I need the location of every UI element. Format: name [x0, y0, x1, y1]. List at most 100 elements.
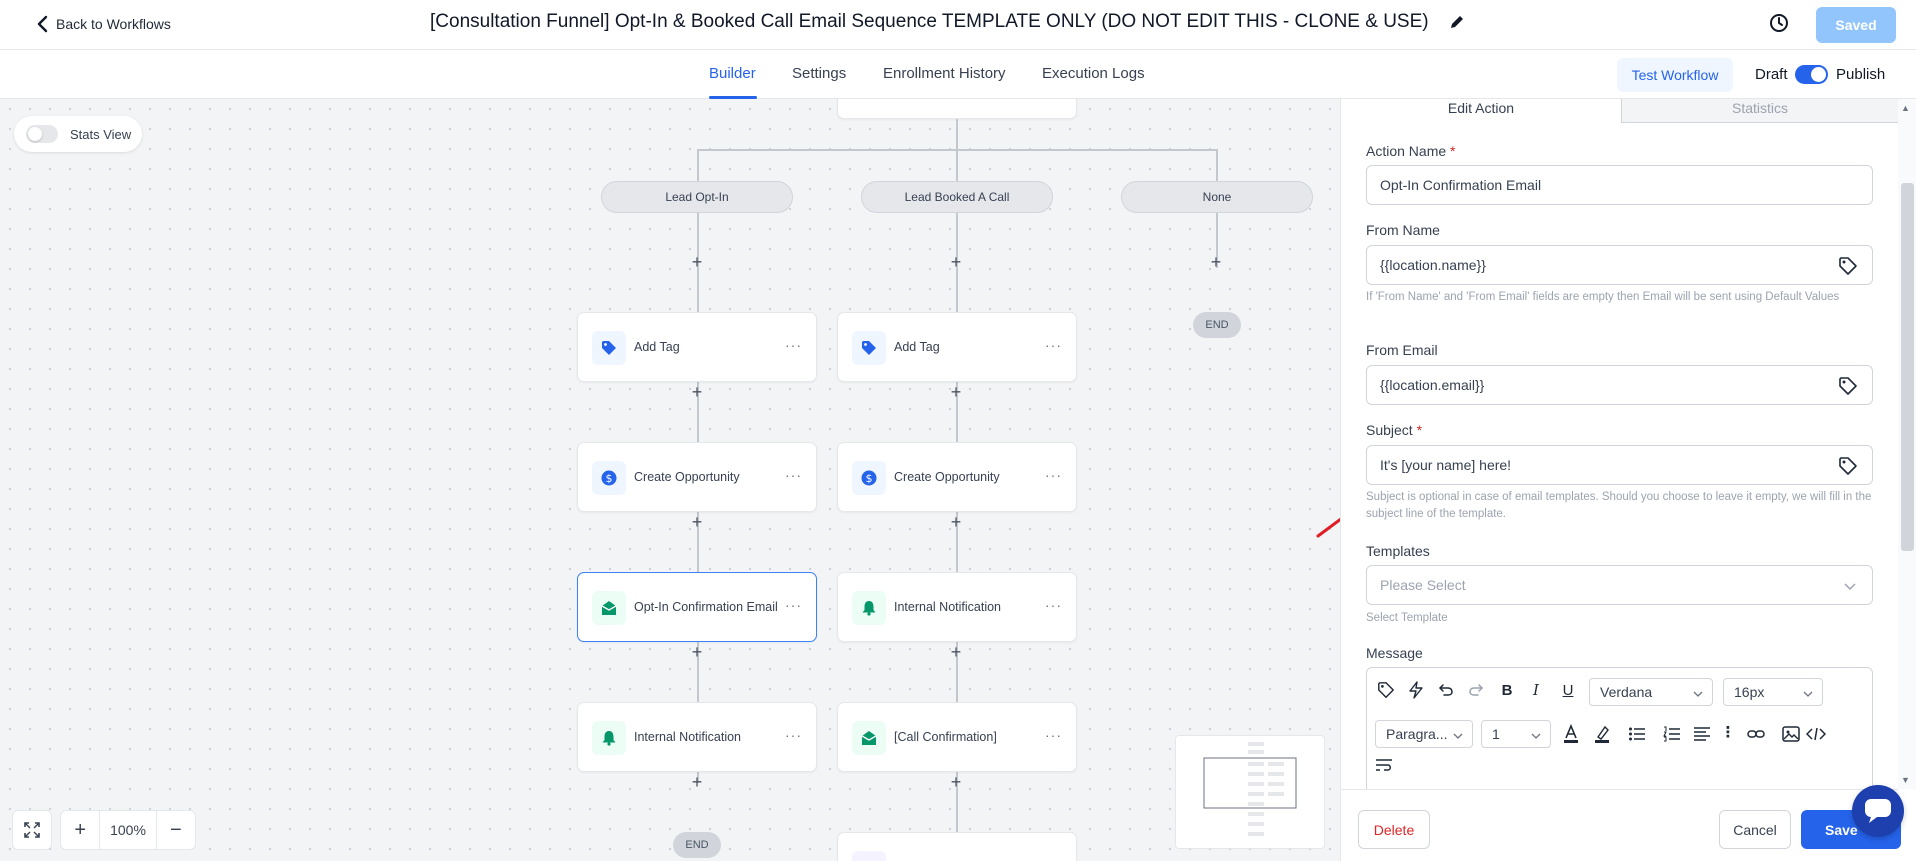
- more-options-icon[interactable]: ···: [785, 337, 802, 353]
- more-options-icon[interactable]: ···: [1045, 467, 1062, 483]
- dollar-icon: $: [852, 461, 886, 495]
- more-options-icon[interactable]: ···: [1045, 727, 1062, 743]
- subject-help: Subject is optional in case of email tem…: [1366, 491, 1872, 520]
- test-workflow-button[interactable]: Test Workflow: [1617, 58, 1733, 92]
- saved-button[interactable]: Saved: [1816, 7, 1896, 43]
- add-step-button[interactable]: +: [691, 512, 703, 532]
- branch-lead-booked-call[interactable]: Lead Booked A Call: [861, 181, 1053, 213]
- draft-label: Draft: [1755, 66, 1788, 83]
- add-step-button[interactable]: +: [691, 642, 703, 662]
- undo-icon[interactable]: [1435, 679, 1457, 701]
- underline-icon[interactable]: U: [1562, 681, 1574, 699]
- stats-toggle-switch[interactable]: [26, 125, 58, 143]
- from-name-input[interactable]: {{location.name}}: [1366, 245, 1873, 285]
- text-color-icon[interactable]: [1560, 723, 1582, 745]
- add-step-button[interactable]: +: [691, 252, 703, 272]
- more-options-icon[interactable]: ···: [785, 597, 802, 613]
- add-step-button[interactable]: +: [950, 252, 962, 272]
- lightning-icon[interactable]: [1405, 679, 1427, 701]
- branch-none[interactable]: None: [1121, 181, 1313, 213]
- tab-execution-logs[interactable]: Execution Logs: [1042, 65, 1145, 82]
- cancel-button[interactable]: Cancel: [1719, 810, 1791, 849]
- scroll-up-icon[interactable]: ▲: [1901, 103, 1910, 113]
- tag-icon[interactable]: [1838, 256, 1858, 276]
- connector: [956, 149, 958, 181]
- add-step-button[interactable]: +: [950, 512, 962, 532]
- block-format-select[interactable]: Paragra...: [1375, 720, 1473, 748]
- node-internal-notification[interactable]: Internal Notification ···: [577, 702, 817, 772]
- scroll-down-icon[interactable]: ▼: [1901, 775, 1910, 785]
- back-to-workflows-link[interactable]: Back to Workflows: [36, 13, 171, 35]
- add-step-button[interactable]: +: [691, 382, 703, 402]
- font-size-select[interactable]: 16px: [1723, 678, 1823, 706]
- trigger-node[interactable]: [837, 99, 1077, 119]
- from-name-label: From Name: [1366, 222, 1440, 238]
- node-partial[interactable]: [837, 832, 1077, 861]
- node-add-tag[interactable]: Add Tag ···: [837, 312, 1077, 382]
- more-options-icon[interactable]: ···: [785, 467, 802, 483]
- italic-icon[interactable]: I: [1533, 681, 1539, 699]
- templates-select[interactable]: Please Select: [1366, 565, 1873, 605]
- subject-input[interactable]: It's [your name] here!: [1366, 445, 1873, 485]
- delete-button[interactable]: Delete: [1358, 810, 1430, 849]
- bold-icon[interactable]: B: [1501, 681, 1513, 699]
- redo-icon[interactable]: [1465, 679, 1487, 701]
- wrap-text-icon[interactable]: [1373, 754, 1395, 776]
- tab-settings[interactable]: Settings: [792, 65, 847, 82]
- tag-icon[interactable]: [1838, 456, 1858, 476]
- add-step-button[interactable]: +: [691, 772, 703, 792]
- more-vertical-icon[interactable]: ⋮: [1720, 724, 1736, 741]
- font-family-select[interactable]: Verdana: [1589, 678, 1713, 706]
- publish-toggle[interactable]: [1795, 65, 1828, 84]
- node-opt-in-confirmation-email[interactable]: Opt-In Confirmation Email ···: [577, 572, 817, 642]
- code-icon[interactable]: [1805, 723, 1827, 745]
- minimap[interactable]: [1175, 735, 1325, 849]
- zoom-out-button[interactable]: −: [155, 810, 195, 850]
- node-create-opportunity[interactable]: $ Create Opportunity ···: [577, 442, 817, 512]
- from-email-label: From Email: [1366, 342, 1438, 358]
- node-internal-notification[interactable]: Internal Notification ···: [837, 572, 1077, 642]
- fit-view-button[interactable]: [12, 810, 52, 850]
- scrollbar[interactable]: ▲ ▼: [1898, 99, 1916, 789]
- tag-icon[interactable]: [1838, 376, 1858, 396]
- node-label: Create Opportunity: [894, 470, 1000, 484]
- node-add-tag[interactable]: Add Tag ···: [577, 312, 817, 382]
- more-options-icon[interactable]: ···: [785, 727, 802, 743]
- back-label: Back to Workflows: [56, 16, 171, 32]
- scroll-thumb[interactable]: [1901, 183, 1914, 551]
- tab-edit-action[interactable]: Edit Action: [1447, 100, 1515, 116]
- history-icon[interactable]: [1768, 12, 1790, 39]
- branch-lead-opt-in[interactable]: Lead Opt-In: [601, 181, 793, 213]
- line-height-select[interactable]: 1: [1481, 720, 1551, 748]
- align-icon[interactable]: [1691, 723, 1713, 745]
- zoom-in-button[interactable]: +: [61, 810, 101, 850]
- connector: [1216, 213, 1218, 268]
- tab-builder[interactable]: Builder: [709, 65, 756, 82]
- more-options-icon[interactable]: ···: [1045, 597, 1062, 613]
- add-step-button[interactable]: +: [950, 642, 962, 662]
- bullet-list-icon[interactable]: [1626, 723, 1648, 745]
- panel-footer: Delete Cancel Save: [1341, 789, 1901, 861]
- image-icon[interactable]: [1780, 723, 1802, 745]
- add-step-button[interactable]: +: [1210, 252, 1222, 272]
- from-email-input[interactable]: {{location.email}}: [1366, 365, 1873, 405]
- node-call-confirmation[interactable]: [Call Confirmation] ···: [837, 702, 1077, 772]
- action-name-input[interactable]: Opt-In Confirmation Email: [1366, 165, 1873, 205]
- tag-icon[interactable]: [1375, 679, 1397, 701]
- more-options-icon[interactable]: ···: [1045, 337, 1062, 353]
- link-icon[interactable]: [1745, 723, 1767, 745]
- node-create-opportunity[interactable]: $ Create Opportunity ···: [837, 442, 1077, 512]
- highlight-icon[interactable]: [1591, 723, 1613, 745]
- add-step-button[interactable]: +: [950, 772, 962, 792]
- add-step-button[interactable]: +: [950, 382, 962, 402]
- chat-widget-button[interactable]: [1852, 785, 1904, 837]
- chat-icon: [1865, 799, 1891, 823]
- message-editor[interactable]: B I U Verdana 16px Paragra... 1: [1366, 667, 1873, 797]
- numbered-list-icon[interactable]: [1661, 723, 1683, 745]
- pencil-icon[interactable]: [1448, 13, 1466, 36]
- workflow-canvas[interactable]: Stats View Lead Opt-In Lead Booked A Cal…: [0, 99, 1340, 861]
- tab-enrollment-history[interactable]: Enrollment History: [883, 65, 1006, 82]
- stats-view-toggle[interactable]: Stats View: [14, 116, 142, 152]
- tab-statistics[interactable]: Statistics: [1621, 99, 1899, 123]
- toggle-knob: [28, 127, 42, 141]
